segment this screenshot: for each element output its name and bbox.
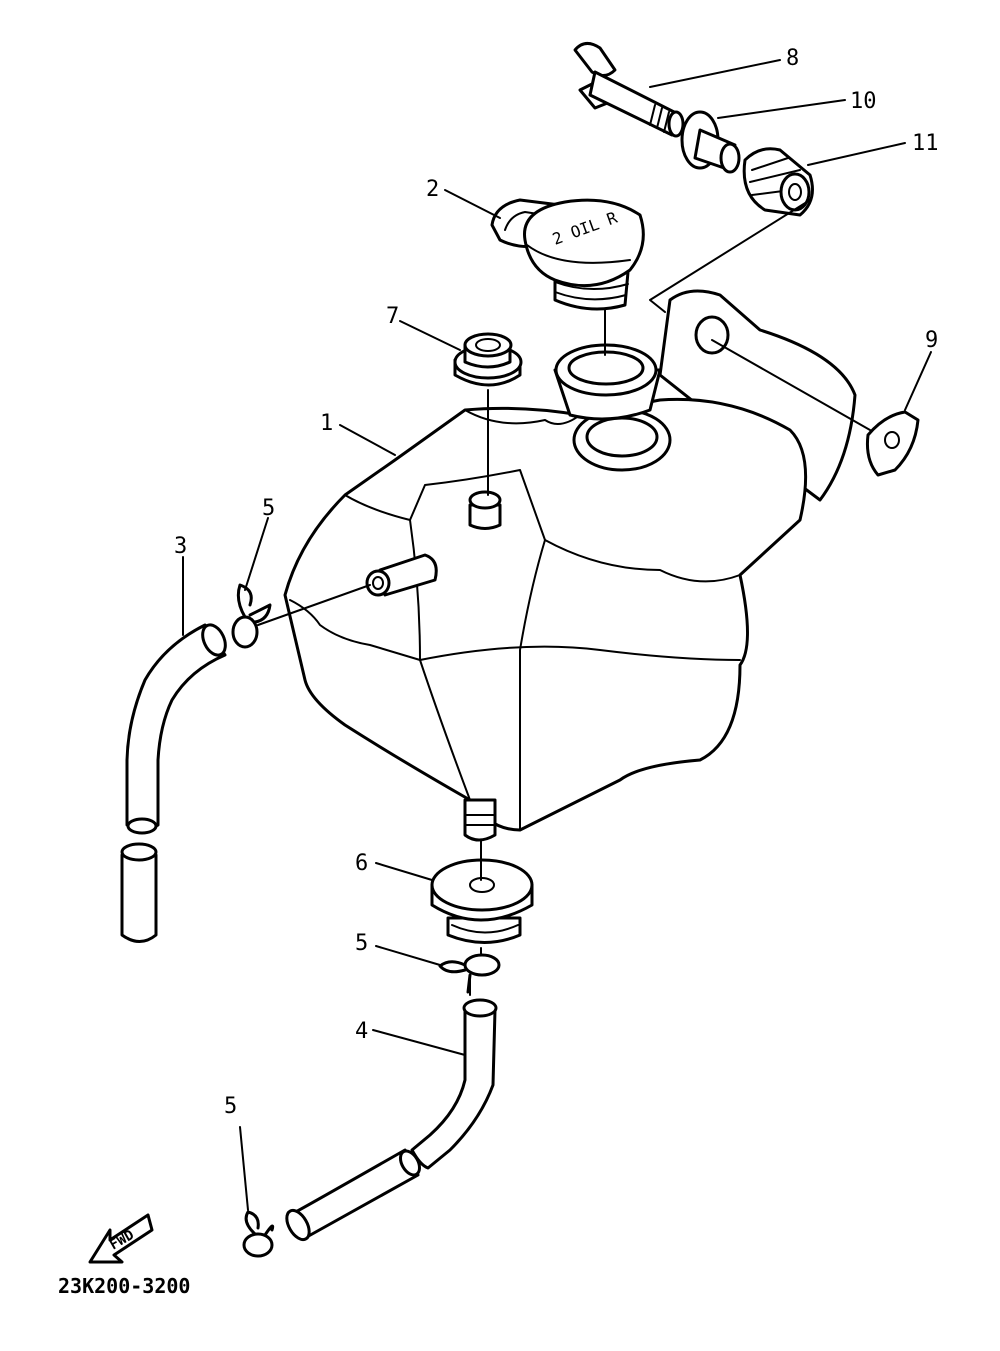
callout-6: 6 <box>355 851 368 876</box>
callout-labels: 8 10 11 2 7 9 1 5 3 6 5 4 5 <box>174 46 939 1119</box>
damper-11 <box>742 147 814 217</box>
fwd-arrow-icon: FWD <box>88 1213 154 1264</box>
callout-5-lower: 5 <box>224 1094 237 1119</box>
plug-6 <box>430 858 534 944</box>
oil-tank <box>283 289 857 842</box>
callout-8: 8 <box>786 46 799 71</box>
callout-2: 2 <box>426 177 439 202</box>
callout-3: 3 <box>174 534 187 559</box>
washer-9 <box>866 410 920 477</box>
clip-5c <box>242 1210 275 1258</box>
part-code: 23K200-3200 <box>58 1274 190 1298</box>
oil-tank-cap: 2 OIL R <box>490 198 645 311</box>
bolt-8 <box>573 42 685 138</box>
clip-5a <box>231 583 272 649</box>
callout-1: 1 <box>320 411 333 436</box>
callout-10: 10 <box>850 89 877 114</box>
hose-4 <box>285 998 498 1242</box>
callout-9: 9 <box>925 328 938 353</box>
callout-7: 7 <box>386 304 399 329</box>
leader-lines <box>182 59 932 1211</box>
collar-10 <box>680 110 741 174</box>
callout-5-upper: 5 <box>262 496 275 521</box>
hose-3 <box>120 623 227 943</box>
callout-5-middle: 5 <box>355 931 368 956</box>
grommet-7 <box>453 332 523 387</box>
callout-4: 4 <box>355 1019 368 1044</box>
assembly-guide-lines <box>257 199 871 996</box>
callout-11: 11 <box>912 131 939 156</box>
